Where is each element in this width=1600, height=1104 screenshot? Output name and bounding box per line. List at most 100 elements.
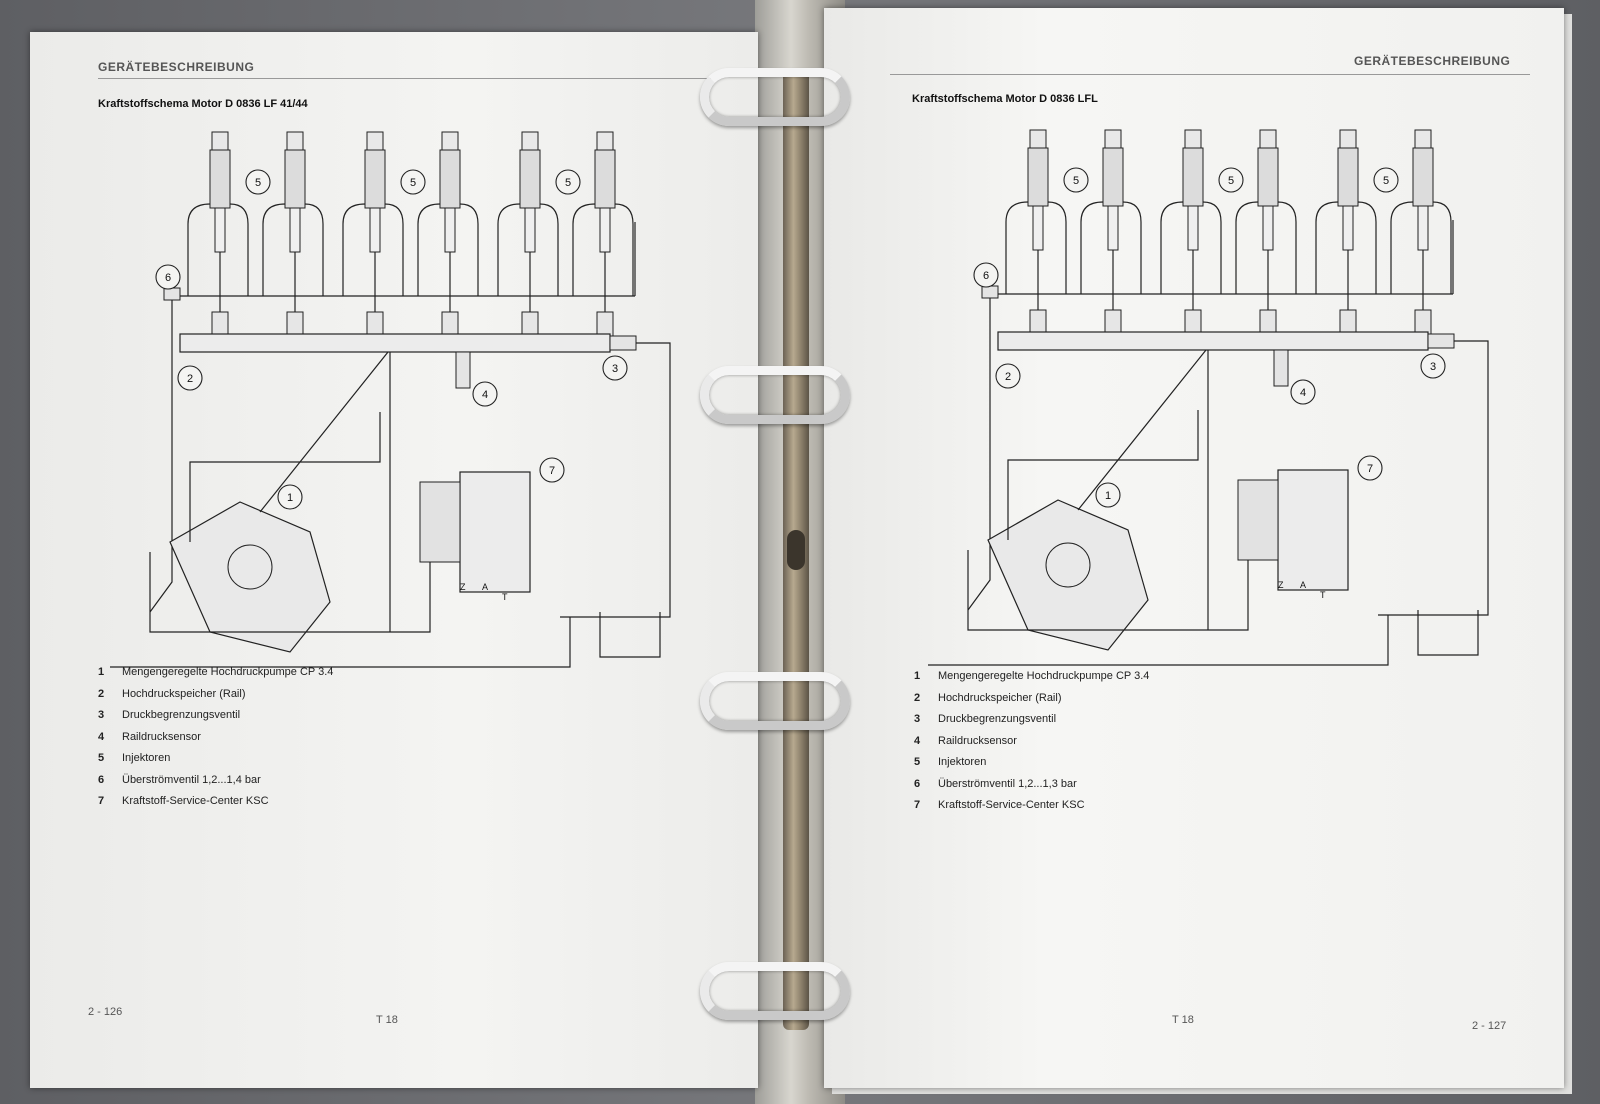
return-line xyxy=(342,203,366,296)
injector-head xyxy=(1184,129,1202,149)
port-label: A xyxy=(482,582,488,592)
rail-port xyxy=(441,311,459,337)
fuel-filter xyxy=(1277,469,1349,591)
injector-nozzle xyxy=(1032,205,1044,251)
rail-port xyxy=(211,311,229,337)
callout-circle xyxy=(995,363,1021,389)
return-line xyxy=(1122,201,1142,294)
injector-nozzle xyxy=(444,207,456,253)
injector-nozzle xyxy=(1107,205,1119,251)
injector-body xyxy=(209,149,231,209)
injector-body xyxy=(364,149,386,209)
injector-nozzle xyxy=(289,207,301,253)
pump-housing xyxy=(1045,542,1091,588)
return-line xyxy=(459,203,479,296)
callout-circle xyxy=(245,169,271,195)
diagram-title: Kraftstoffschema Motor D 0836 LFL xyxy=(912,93,1098,105)
binder-ring xyxy=(700,68,850,126)
feed-line xyxy=(189,412,381,542)
injector-body xyxy=(1027,147,1049,207)
return-line xyxy=(1005,201,1029,294)
injector-head xyxy=(286,131,304,151)
return-line xyxy=(1390,201,1414,294)
return-line xyxy=(110,617,571,668)
return-line xyxy=(262,203,286,296)
hp-line xyxy=(1077,349,1207,511)
right-page: GERÄTEBESCHREIBUNG Kraftstoffschema Moto… xyxy=(824,8,1564,1088)
rail-port xyxy=(286,311,304,337)
injector-nozzle xyxy=(1342,205,1354,251)
return-line xyxy=(572,203,596,296)
injector-head xyxy=(1414,129,1432,149)
injector-head xyxy=(1029,129,1047,149)
callout-label: 4 xyxy=(482,389,488,401)
return-line xyxy=(229,203,249,296)
rail-sensor xyxy=(455,351,471,389)
overflow-valve xyxy=(163,287,181,301)
injector-head xyxy=(596,131,614,151)
injector-head xyxy=(366,131,384,151)
callout-circle xyxy=(472,381,498,407)
callout-circle xyxy=(155,264,181,290)
return-line xyxy=(417,203,441,296)
port-label: A xyxy=(1300,580,1306,590)
binder-ring xyxy=(700,672,850,730)
filter-pump xyxy=(1237,479,1279,561)
port-label: T xyxy=(502,592,508,602)
callout-label: 2 xyxy=(187,373,193,385)
rail-port xyxy=(596,311,614,337)
callout-circle xyxy=(1290,379,1316,405)
spine-hole xyxy=(787,530,805,570)
supply-line xyxy=(967,550,1249,631)
callout-label: 5 xyxy=(1228,175,1234,187)
callout-label: 5 xyxy=(1383,175,1389,187)
injector-head xyxy=(521,131,539,151)
return-line xyxy=(497,203,521,296)
callout-circle xyxy=(1420,353,1446,379)
return-line xyxy=(1235,201,1259,294)
return-line xyxy=(1432,201,1452,294)
rail-port xyxy=(521,311,539,337)
port-label: T xyxy=(1320,590,1326,600)
callout-circle xyxy=(555,169,581,195)
injector-nozzle xyxy=(369,207,381,253)
callout-circle xyxy=(1063,167,1089,193)
rail-sensor xyxy=(1273,349,1289,387)
injector-body xyxy=(439,149,461,209)
filter-pump xyxy=(419,481,461,563)
rail-port xyxy=(1104,309,1122,335)
callout-label: 5 xyxy=(410,177,416,189)
rail-port xyxy=(1414,309,1432,335)
pressure-valve xyxy=(609,335,637,351)
pressure-valve xyxy=(1427,333,1455,349)
supply-line xyxy=(149,552,431,633)
injector-nozzle xyxy=(1262,205,1274,251)
binder-ring xyxy=(700,962,850,1020)
injector-head xyxy=(1339,129,1357,149)
callout-circle xyxy=(400,169,426,195)
injector-body xyxy=(1412,147,1434,207)
injector-body xyxy=(594,149,616,209)
return-line xyxy=(149,300,173,613)
return-line xyxy=(1202,201,1222,294)
return-line xyxy=(1277,201,1297,294)
callout-label: 2 xyxy=(1005,371,1011,383)
return-line xyxy=(1357,201,1377,294)
return-line xyxy=(928,615,1389,666)
rail xyxy=(179,333,611,353)
port-label: Z xyxy=(460,582,466,592)
fuel-tank xyxy=(1417,610,1479,656)
high-pressure-pump xyxy=(987,499,1149,651)
return-line xyxy=(560,342,671,618)
return-line xyxy=(614,203,634,296)
injector-body xyxy=(1102,147,1124,207)
injector-nozzle xyxy=(214,207,226,253)
injector-head xyxy=(1104,129,1122,149)
return-line xyxy=(1160,201,1184,294)
callout-circle xyxy=(1373,167,1399,193)
return-line xyxy=(1378,340,1489,616)
injector-body xyxy=(1337,147,1359,207)
return-line xyxy=(967,298,991,611)
page-header: GERÄTEBESCHREIBUNG xyxy=(98,60,255,74)
return-line xyxy=(384,203,404,296)
